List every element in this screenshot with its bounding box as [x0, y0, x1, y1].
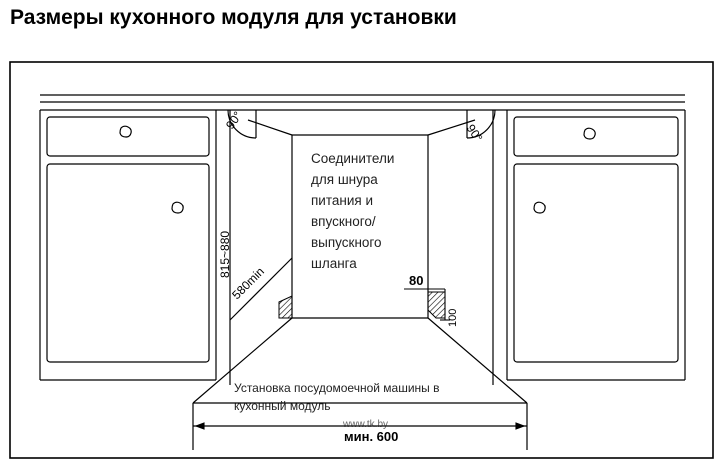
left-drawer — [46, 116, 210, 157]
angle-left-label: 90° — [223, 109, 245, 132]
left-hatched-recess — [278, 295, 293, 319]
connectors-label: Соединители для шнура питания и впускног… — [311, 151, 398, 271]
dim-80-label: 80 — [409, 273, 423, 288]
watermark: www.tk.by — [342, 419, 388, 430]
install-note: Установка посудомоечной машины в кухонны… — [234, 381, 443, 413]
right-door — [513, 163, 679, 363]
right-door-knob-icon — [533, 201, 546, 214]
left-cabinet — [39, 110, 217, 381]
outer-frame — [9, 61, 714, 459]
niche-lines — [192, 110, 528, 450]
countertop — [40, 94, 685, 111]
left-door — [46, 163, 210, 363]
width-dimension — [194, 422, 526, 430]
right-hatched-recess — [427, 291, 446, 319]
page-title: Размеры кухонного модуля для установки — [10, 6, 457, 29]
left-door-knob-icon — [171, 201, 184, 214]
right-drawer-knob-icon — [583, 127, 596, 140]
dim-80-100-lines — [404, 288, 450, 321]
right-cabinet — [506, 110, 686, 381]
height-range-label: 815~880 — [218, 231, 232, 278]
right-drawer — [513, 116, 679, 157]
dim-100-label: 100 — [447, 309, 459, 327]
left-drawer-knob-icon — [119, 125, 132, 138]
width-min-label: мин. 600 — [344, 429, 398, 444]
depth-min-label: 580min — [229, 264, 267, 302]
angle-arcs — [227, 109, 496, 139]
